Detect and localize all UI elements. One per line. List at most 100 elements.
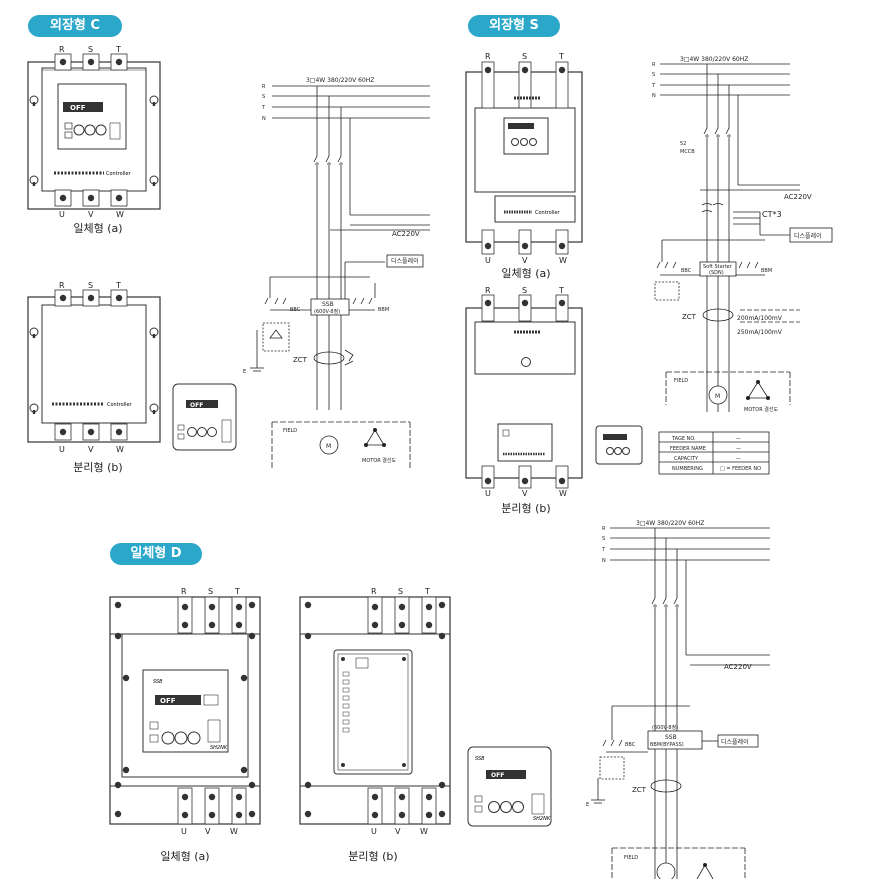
terminal-w-label: W xyxy=(420,827,428,836)
type-s-wiring-labels: 3□4W 380/220V 60HZ R S T N 52 MCCB AC220… xyxy=(651,56,822,413)
mccb-number-label: 52 xyxy=(680,141,686,147)
bus-s-label: S xyxy=(602,536,605,542)
terminal-t-label: T xyxy=(558,52,564,61)
badge-type-c: 외장형 C xyxy=(28,15,122,37)
bus-r-label: R xyxy=(652,62,656,68)
caption-d-integrated: 일체형 (a) xyxy=(160,850,210,863)
terminal-t-label: T xyxy=(558,286,564,295)
terminal-t-label: T xyxy=(115,281,121,290)
type-c-integrated-unit: OFF Controller xyxy=(27,53,161,210)
tag-table-label: CAPACITY xyxy=(674,456,699,462)
zct-label: ZCT xyxy=(293,356,308,364)
type-s-b-terminal-labels: R S T U V W xyxy=(485,286,567,498)
bus-t-label: T xyxy=(261,105,266,111)
terminal-r-label: R xyxy=(181,587,187,596)
type-d-separate-unit xyxy=(299,596,451,825)
tag-table-label: NUMBERING xyxy=(672,466,703,472)
ac-supply-label: AC220V xyxy=(392,230,420,238)
terminal-v-label: V xyxy=(395,827,401,836)
brand-label: SSB xyxy=(475,756,485,762)
terminal-w-label: W xyxy=(559,489,567,498)
terminal-u-label: U xyxy=(485,256,491,265)
caption-d-separate: 분리형 (b) xyxy=(348,850,398,863)
earth-label: E xyxy=(243,369,246,375)
zct-rating-1: 200mA/100mV xyxy=(737,315,783,322)
terminal-r-label: R xyxy=(59,45,65,54)
controller-label: Controller xyxy=(106,171,132,177)
type-s-remote-keypad xyxy=(595,425,643,465)
svg-text:N: N xyxy=(262,116,266,122)
display-box-label: 디스플레이 xyxy=(391,257,419,265)
caption-s-integrated: 일체형 (a) xyxy=(501,267,551,280)
zct-rating-2: 250mA/100mV xyxy=(737,329,783,336)
type-s-a-terminal-labels: R S T U V W xyxy=(485,52,567,265)
tag-table-value: □ = FEEDER NO xyxy=(720,466,761,472)
terminal-t-label: T xyxy=(234,587,240,596)
motor-connection-label: MOTOR 결선도 xyxy=(362,457,397,464)
type-d-wiring-labels: 3□4W 380/220V 60HZ R S T N AC220V (600V-… xyxy=(586,520,752,861)
lcd-readout: OFF xyxy=(491,772,504,779)
svg-text:M: M xyxy=(715,393,720,400)
terminal-v-label: V xyxy=(88,445,94,454)
terminal-v-label: V xyxy=(88,210,94,219)
ssb-bypass-label: BBM(BYPASS) xyxy=(650,742,684,748)
display-box-label: 디스플레이 xyxy=(721,738,749,746)
display-box-label: 디스플레이 xyxy=(794,232,822,240)
tag-table-label: TAGE NO. xyxy=(671,436,696,442)
ssb-top-label: (600V-8정) xyxy=(652,724,678,731)
tag-table-value: — xyxy=(736,456,741,462)
ssb-label: SSB xyxy=(322,301,334,308)
terminal-t-label: T xyxy=(424,587,430,596)
type-d-integrated-unit: SSB OFF SH2NK xyxy=(109,596,261,825)
lcd-readout: OFF xyxy=(160,697,176,705)
controller-label: Controller xyxy=(535,210,561,216)
ac-supply-label: AC220V xyxy=(724,663,752,671)
terminal-s-label: S xyxy=(522,52,527,61)
caption-c-separate: 분리형 (b) xyxy=(73,461,123,474)
badge-type-d: 일체형 D xyxy=(110,543,202,565)
type-d-remote-keypad: SSB OFF SH2NK xyxy=(467,746,552,827)
type-s-separate-unit xyxy=(465,294,583,489)
terminal-t-label: T xyxy=(115,45,121,54)
terminal-r-label: R xyxy=(485,286,491,295)
terminal-v-label: V xyxy=(522,489,528,498)
tag-table-value: — xyxy=(736,436,741,442)
type-d-b-terminal-labels: R S T U V W xyxy=(371,587,430,836)
field-label: FIELD xyxy=(624,855,638,861)
terminal-s-label: S xyxy=(88,45,93,54)
terminal-w-label: W xyxy=(230,827,238,836)
bbc-label: BBC xyxy=(625,742,636,748)
earth-label: E xyxy=(586,802,589,808)
terminal-u-label: U xyxy=(485,489,491,498)
type-d-a-terminal-labels: R S T U V W xyxy=(181,587,240,836)
bbm-label: BBM xyxy=(378,307,389,313)
lcd-readout: OFF xyxy=(190,402,203,409)
caption-s-separate: 분리형 (b) xyxy=(501,502,551,515)
terminal-w-label: W xyxy=(116,445,124,454)
type-c-b-terminal-labels: R S T U V W xyxy=(59,281,124,454)
type-c-remote-keypad: OFF xyxy=(172,383,237,451)
type-s-integrated-unit: Controller xyxy=(465,61,583,255)
terminal-w-label: W xyxy=(116,210,124,219)
terminal-s-label: S xyxy=(398,587,403,596)
terminal-v-label: V xyxy=(522,256,528,265)
lcd-readout: OFF xyxy=(70,104,86,112)
ssb-sub-label: (600V-8정) xyxy=(314,308,340,315)
terminal-s-label: S xyxy=(522,286,527,295)
svg-text:N: N xyxy=(652,93,656,99)
bus-r-label: R xyxy=(602,526,606,532)
terminal-u-label: U xyxy=(181,827,187,836)
bus-s-label: S xyxy=(652,72,655,78)
zct-label: ZCT xyxy=(682,313,697,321)
supply-label: 3□4W 380/220V 60HZ xyxy=(680,56,748,63)
ct-label: CT*3 xyxy=(762,210,782,219)
terminal-r-label: R xyxy=(485,52,491,61)
supply-label: 3□4W 380/220V 60HZ xyxy=(636,520,704,527)
bbm-label: BBM xyxy=(761,268,772,274)
terminal-u-label: U xyxy=(59,445,65,454)
field-label: FIELD xyxy=(674,378,688,384)
terminal-s-label: S xyxy=(88,281,93,290)
tag-table: TAGE NO. — FEEDER NAME — CAPACITY — NUMB… xyxy=(670,436,761,472)
supply-label: 3□4W 380/220V 60HZ xyxy=(306,77,374,84)
